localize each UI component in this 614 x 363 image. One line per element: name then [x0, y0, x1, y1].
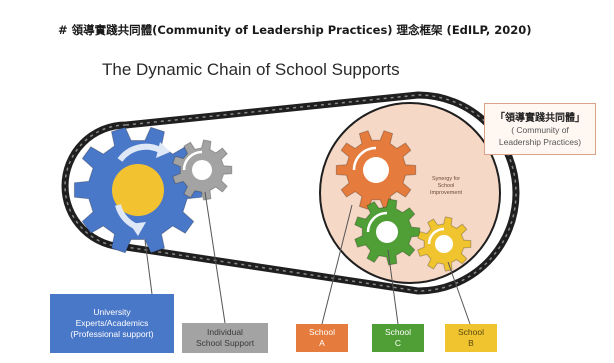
synergy-line-3: Improvement	[429, 190, 463, 196]
school-b-rotation-arrow	[427, 227, 445, 245]
diagram-title: The Dynamic Chain of School Supports	[102, 60, 400, 79]
individual-school-gear	[172, 139, 233, 201]
school-a-label-line-1: School	[309, 327, 335, 337]
synergy-label: Synergy for School Improvement	[416, 176, 476, 197]
individual-school-label-box: Individual School Support	[182, 323, 268, 353]
university-gear-hub	[112, 164, 164, 216]
individual-leader-line	[204, 191, 226, 324]
university-leader-line	[144, 239, 153, 295]
callout-chinese-title: 「領導實踐共同體」	[495, 113, 585, 124]
school-c-label-box: School C	[372, 324, 424, 352]
school-b-label-line-1: School	[458, 327, 484, 337]
university-label-line-2: Experts/Academics	[75, 318, 149, 328]
callout-english-line-2: Leadership Practices)	[498, 137, 582, 147]
school-c-rotation-arrow	[366, 211, 388, 233]
leader-lines	[144, 191, 471, 325]
individual-label-line-2: School Support	[195, 338, 255, 348]
school-a-leader-line	[321, 204, 353, 325]
synergy-line-1: Synergy for	[431, 176, 461, 182]
header-title: # 領導實踐共同體(Community of Leadership Practi…	[58, 23, 532, 37]
school-c-label-line-1: School	[385, 327, 411, 337]
university-label-line-1: University	[93, 307, 131, 317]
university-lower-arrowhead	[130, 222, 146, 236]
school-c-leader-line	[387, 249, 399, 325]
individual-rotation-arrow	[182, 150, 203, 171]
university-gear	[73, 126, 203, 254]
individual-gear-hub	[192, 160, 212, 180]
school-b-leader-line	[447, 261, 471, 325]
university-rotation-arrow	[117, 143, 162, 162]
school-b-label-box: School B	[445, 324, 497, 352]
school-a-label-box: School A	[296, 324, 348, 352]
university-label-box: University Experts/Academics (Profession…	[50, 294, 174, 353]
university-label-line-3: (Professional support)	[70, 329, 154, 339]
school-a-rotation-arrow	[352, 146, 377, 171]
university-rotation-arrowhead	[156, 142, 170, 158]
school-b-label-line-2: B	[468, 338, 474, 348]
community-callout: 「領導實踐共同體」 ( Community of Leadership Prac…	[484, 103, 596, 155]
individual-label-line-1: Individual	[207, 327, 243, 337]
synergy-line-2: School	[437, 183, 455, 189]
school-a-gear	[335, 130, 417, 210]
school-c-gear	[354, 198, 421, 266]
school-c-label-line-2: C	[394, 338, 402, 348]
school-a-label-line-2: A	[319, 338, 325, 348]
callout-english-line-1: ( Community of	[511, 125, 569, 135]
school-a-gear-hub	[363, 157, 389, 183]
school-b-gear-hub	[435, 235, 453, 253]
school-b-gear	[417, 216, 472, 272]
school-c-gear-hub	[376, 221, 398, 243]
